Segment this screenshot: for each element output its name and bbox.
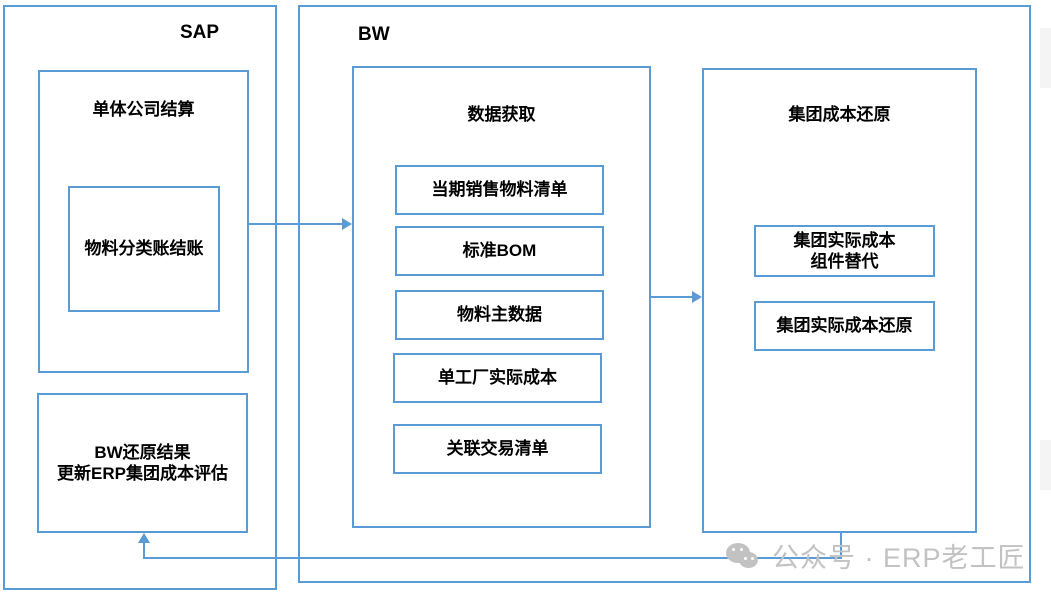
bw-container-title: BW (358, 24, 390, 45)
settlement-group-label: 单体公司结算 (92, 100, 195, 119)
connector-feedback-drop-segment (840, 533, 842, 559)
single-plant-actual-cost-node[interactable]: 单工厂实际成本 (393, 353, 602, 403)
settlement-group-box (38, 70, 249, 373)
connector-sap-to-bw-arrowhead (342, 218, 352, 230)
connector-feedback-horizontal-segment (143, 557, 842, 559)
bw-container (298, 5, 1031, 583)
sap-container-title: SAP (180, 22, 220, 43)
sap-container (3, 5, 277, 590)
current-sales-bom-list-node[interactable]: 当期销售物料清单 (395, 165, 604, 215)
standard-bom-node[interactable]: 标准BOM (395, 226, 604, 276)
group-cost-rollback-group-label: 集团成本还原 (788, 105, 891, 124)
data-acquisition-group-label: 数据获取 (467, 105, 536, 124)
connector-acquisition-to-rollback-line (651, 296, 694, 298)
connector-acquisition-to-rollback-arrowhead (692, 291, 702, 303)
data-acquisition-group-box (352, 66, 651, 528)
material-master-data-node[interactable]: 物料主数据 (395, 290, 604, 340)
edge-artifact-bottom (1040, 440, 1051, 490)
material-ledger-closing-node[interactable]: 物料分类账结账 (68, 186, 220, 312)
edge-artifact-top (1040, 28, 1051, 88)
connector-feedback-rise-segment (143, 543, 145, 559)
related-party-transaction-list-node[interactable]: 关联交易清单 (393, 424, 602, 474)
group-actual-cost-component-substitution-node[interactable]: 集团实际成本 组件替代 (754, 225, 935, 277)
group-actual-cost-rollback-node[interactable]: 集团实际成本还原 (754, 301, 935, 351)
connector-sap-to-bw-line (249, 223, 344, 225)
group-cost-rollback-group-box (702, 68, 977, 533)
connector-feedback-arrowhead (138, 533, 150, 543)
bw-result-update-erp-node[interactable]: BW还原结果 更新ERP集团成本评估 (37, 393, 248, 533)
